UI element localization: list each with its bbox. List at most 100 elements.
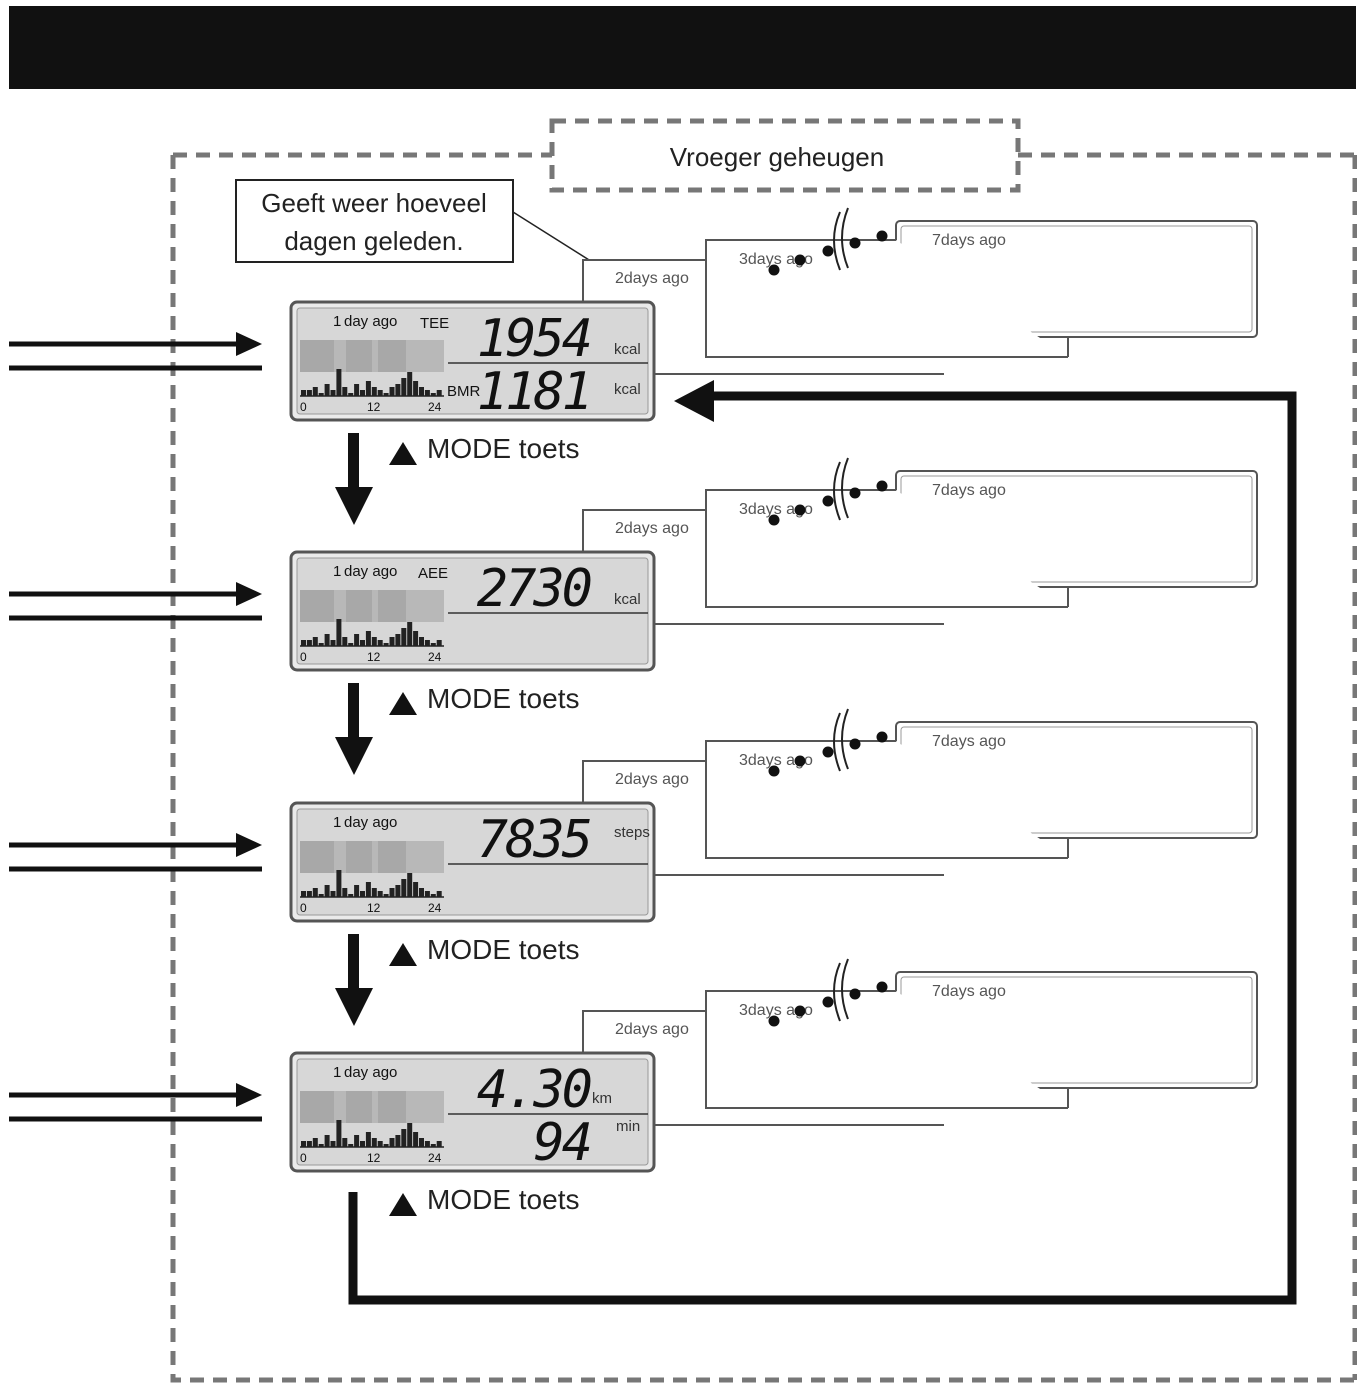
lcd-day-number: 1	[333, 313, 341, 330]
progress-dot-5	[876, 731, 888, 743]
progress-dot-5	[876, 981, 888, 993]
histogram-bar	[324, 634, 330, 646]
histogram-tick-label: 0	[300, 901, 307, 915]
histogram-bar	[424, 1141, 430, 1147]
progress-dot-2	[794, 755, 806, 767]
histogram-tick-label: 24	[428, 901, 442, 915]
histogram-bar	[312, 387, 318, 396]
histogram-bar	[371, 387, 377, 396]
histogram-tick-label: 12	[367, 400, 381, 414]
histogram-bar	[365, 882, 371, 897]
histogram-bar	[330, 640, 336, 646]
histogram-bar	[365, 381, 371, 396]
histogram-bar	[318, 1144, 324, 1147]
lcd-day-ago: day ago	[344, 563, 397, 580]
break-mark	[833, 207, 849, 271]
histogram-bar	[348, 393, 354, 396]
histogram-bar	[360, 891, 365, 897]
progress-dot-3	[822, 245, 834, 257]
memory-frame	[170, 152, 1357, 1383]
histogram-bar	[419, 888, 424, 897]
mode-arrow-shaft	[348, 934, 359, 990]
memory-card-3	[705, 489, 1068, 608]
input-arrowhead	[236, 1083, 262, 1107]
mode-arrow-head	[335, 737, 373, 775]
card-2-label: 2days ago	[615, 520, 689, 537]
histogram-bar	[436, 390, 442, 396]
histogram-bar	[424, 891, 430, 897]
input-arrowhead	[236, 582, 262, 606]
histogram-bar	[318, 643, 324, 646]
mode-arrow-head	[335, 487, 373, 525]
histogram-bar	[312, 1138, 318, 1147]
histogram-tick-label: 0	[300, 650, 307, 664]
histogram-tick-label: 24	[428, 1151, 442, 1165]
progress-dot-1	[768, 765, 780, 777]
histogram-bar	[371, 888, 377, 897]
lcd-screen	[296, 808, 649, 916]
histogram-bar	[401, 879, 407, 897]
lcd-unit-secondary: min	[616, 1118, 640, 1135]
lcd-unit-primary: kcal	[614, 591, 641, 608]
mode-triangle-icon	[389, 442, 417, 465]
progress-dot-2	[794, 1005, 806, 1017]
lcd-screen	[296, 557, 649, 665]
progress-dot-2	[794, 254, 806, 266]
histogram-bar	[407, 622, 413, 646]
histogram-bar	[312, 637, 318, 646]
histogram-bar	[371, 637, 377, 646]
histogram-bar	[401, 378, 407, 396]
histogram-bar	[395, 384, 401, 396]
histogram-bar	[354, 1135, 360, 1147]
card-2-label: 2days ago	[615, 771, 689, 788]
card-7-label: 7days ago	[932, 232, 1006, 249]
histogram-band-segment-2	[346, 1091, 372, 1123]
histogram-bars	[301, 870, 442, 897]
progress-dot-2	[794, 504, 806, 516]
card-2-label: 2days ago	[615, 270, 689, 287]
histogram-bar	[430, 393, 436, 396]
histogram-bar	[377, 891, 383, 897]
histogram-band-segment-3	[378, 1091, 406, 1123]
histogram-bar	[419, 387, 424, 396]
histogram-bar	[336, 1120, 342, 1147]
mode-arrow-head	[335, 988, 373, 1026]
histogram-bar	[430, 894, 436, 897]
lcd-unit-primary: steps	[614, 824, 650, 841]
card-3-label: 3days ago	[739, 501, 813, 518]
histogram-bar	[383, 393, 389, 396]
histogram-bar	[407, 372, 413, 396]
histogram-bar	[401, 1129, 407, 1147]
histogram-bar	[389, 387, 395, 396]
break-mark	[833, 708, 849, 772]
lcd-screen	[296, 307, 649, 415]
histogram-band-segment-2	[346, 340, 372, 372]
histogram-tick-label: 12	[367, 650, 381, 664]
progress-dot-3	[822, 495, 834, 507]
lcd-tag-top: TEE	[420, 315, 449, 332]
progress-dot-3	[822, 996, 834, 1008]
histogram-bars	[301, 1120, 442, 1147]
lcd-value-secondary: 94	[533, 1113, 590, 1173]
histogram-bar	[324, 885, 330, 897]
lcd-value-secondary: 1181	[477, 362, 590, 422]
lcd-value-primary: 2730	[477, 559, 591, 619]
mode-key-label: MODE toets	[427, 433, 579, 464]
break-mark	[833, 457, 849, 521]
histogram-band-segment-2	[346, 841, 372, 873]
histogram-tick-label: 12	[367, 1151, 381, 1165]
histogram-bar	[389, 888, 395, 897]
histogram-bar	[377, 640, 383, 646]
histogram-bar	[348, 643, 354, 646]
mode-triangle-icon	[389, 692, 417, 715]
histogram-bar	[395, 885, 401, 897]
memory-card-3	[705, 990, 1068, 1109]
mode-arrow-shaft	[348, 433, 359, 489]
histogram-bar	[342, 637, 348, 646]
mode-key-label: MODE toets	[427, 934, 579, 965]
